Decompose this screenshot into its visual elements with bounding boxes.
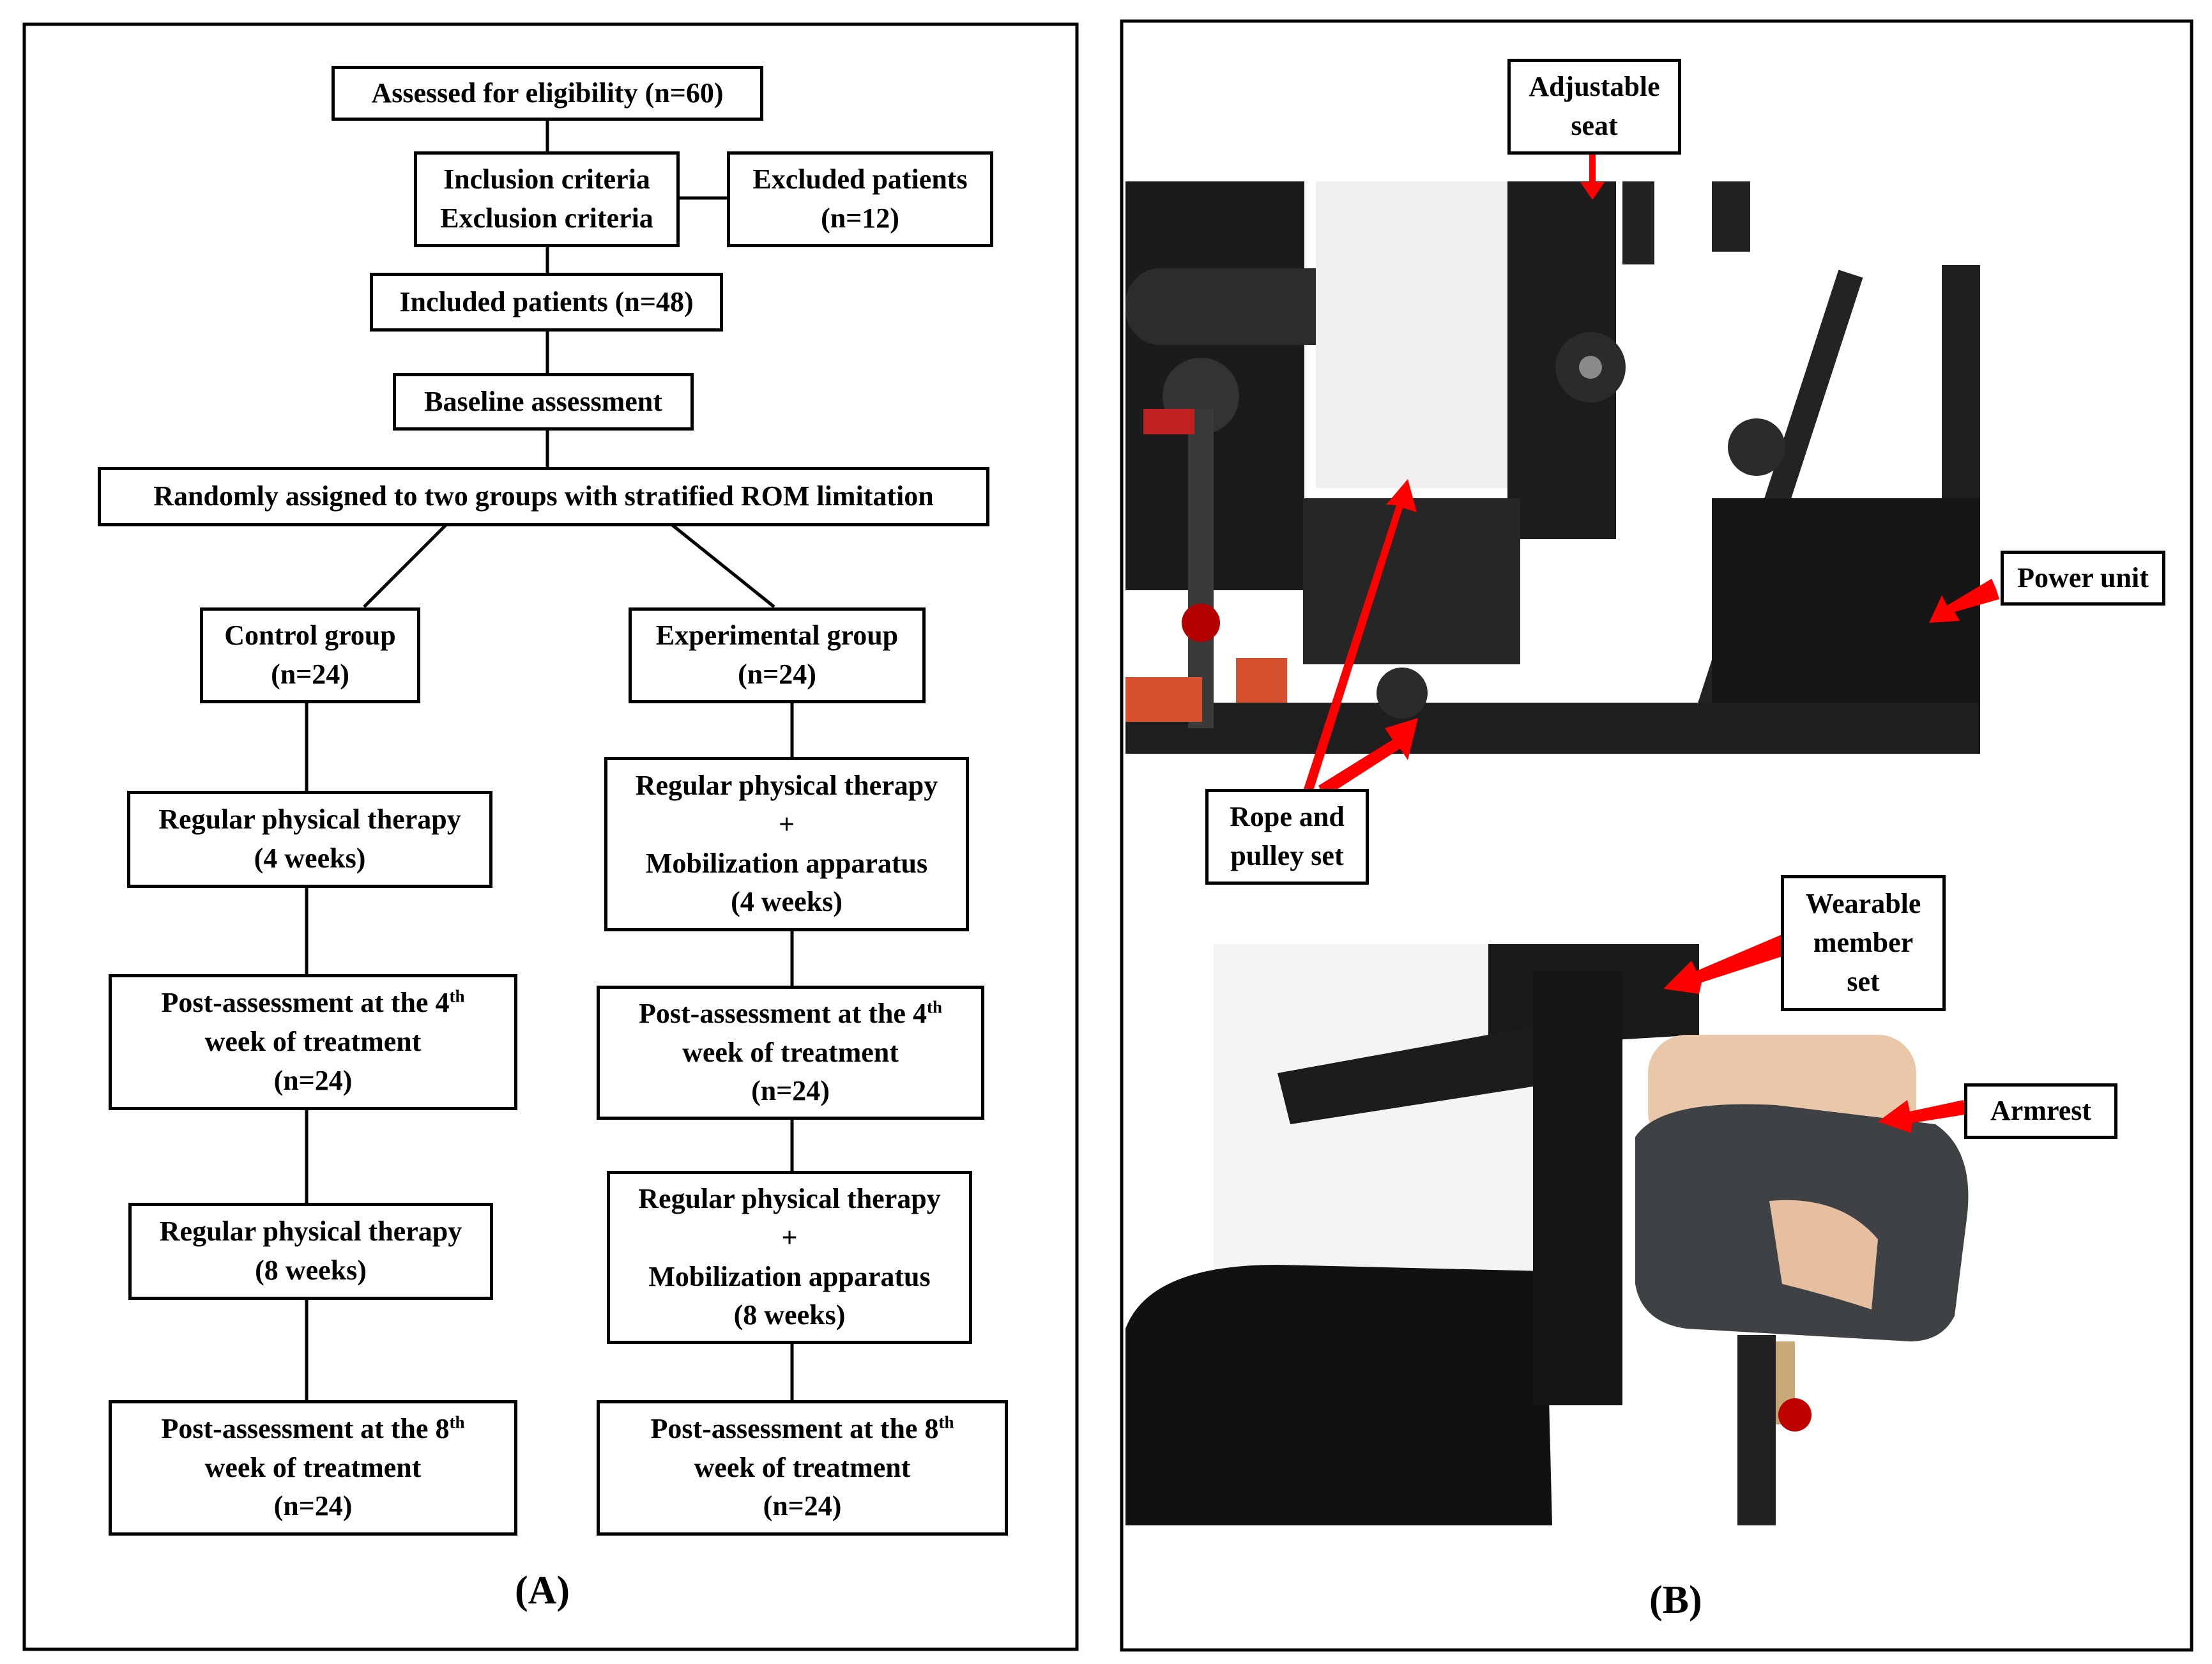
power-unit-label: Power unit bbox=[2001, 551, 2165, 606]
panel-a-label: (A) bbox=[515, 1569, 570, 1612]
arrow-rope-pulley-2 bbox=[1318, 718, 1418, 797]
rope-pulley-label: Rope and pulley set bbox=[1205, 789, 1369, 885]
control-post-8-line3: (n=24) bbox=[273, 1490, 353, 1522]
control-post-4-line2: week of treatment bbox=[204, 1026, 422, 1058]
control-post-4-line3: (n=24) bbox=[273, 1064, 353, 1096]
included-text: Included patients (n=48) bbox=[399, 286, 694, 317]
experimental-post-8-line2: week of treatment bbox=[694, 1451, 911, 1483]
wearable-line1: Wearable bbox=[1805, 888, 1921, 920]
experimental-therapy-8-plus: + bbox=[781, 1221, 798, 1253]
callout-arrows bbox=[1303, 152, 1999, 1133]
control-post-8-box: Post-assessment at the 8th week of treat… bbox=[109, 1400, 517, 1536]
experimental-therapy-4-plus: + bbox=[778, 808, 795, 840]
exclusion-criteria-text: Exclusion criteria bbox=[440, 202, 653, 234]
included-box: Included patients (n=48) bbox=[370, 273, 723, 332]
armrest-text: Armrest bbox=[1990, 1095, 2091, 1127]
excluded-count: (n=12) bbox=[821, 202, 899, 234]
control-therapy-8-line2: (8 weeks) bbox=[255, 1255, 367, 1286]
experimental-group-box: Experimental group (n=24) bbox=[629, 607, 926, 703]
control-therapy-4-line2: (4 weeks) bbox=[254, 843, 366, 874]
control-therapy-8-box: Regular physical therapy (8 weeks) bbox=[128, 1203, 493, 1300]
panel-b-border bbox=[1120, 19, 2193, 1652]
flow-connectors bbox=[305, 119, 794, 1402]
control-therapy-4-box: Regular physical therapy (4 weeks) bbox=[127, 791, 492, 888]
criteria-box: Inclusion criteria Exclusion criteria bbox=[414, 151, 680, 247]
control-group-count: (n=24) bbox=[271, 659, 349, 690]
baseline-box: Baseline assessment bbox=[393, 373, 694, 431]
wearable-line3: set bbox=[1847, 965, 1880, 997]
experimental-therapy-4-box: Regular physical therapy + Mobilization … bbox=[604, 757, 969, 931]
experimental-post-8-box: Post-assessment at the 8th week of treat… bbox=[597, 1400, 1008, 1536]
experimental-therapy-4-line1: Regular physical therapy bbox=[635, 770, 938, 802]
experimental-therapy-8-line3: Mobilization apparatus bbox=[648, 1260, 931, 1292]
wearable-member-label: Wearable member set bbox=[1781, 875, 1946, 1011]
arrow-adjustable-seat bbox=[1580, 152, 1605, 200]
arrow-wearable bbox=[1663, 934, 1789, 994]
rope-pulley-line2: pulley set bbox=[1230, 840, 1344, 871]
control-post-8-line1: Post-assessment at the 8th bbox=[161, 1412, 465, 1444]
armrest-label: Armrest bbox=[1964, 1083, 2117, 1139]
control-therapy-8-line1: Regular physical therapy bbox=[159, 1216, 462, 1248]
adjustable-seat-line1: Adjustable bbox=[1529, 71, 1660, 103]
experimental-post-8-line1: Post-assessment at the 8th bbox=[650, 1412, 954, 1444]
control-post-8-line2: week of treatment bbox=[204, 1451, 422, 1483]
control-group-title: Control group bbox=[224, 620, 396, 652]
panel-b-label: (B) bbox=[1649, 1578, 1702, 1622]
apparatus-photo bbox=[1125, 181, 1980, 756]
control-therapy-4-line1: Regular physical therapy bbox=[158, 804, 461, 836]
experimental-therapy-8-line1: Regular physical therapy bbox=[638, 1183, 941, 1215]
experimental-group-title: Experimental group bbox=[655, 620, 899, 652]
experimental-therapy-4-line4: (4 weeks) bbox=[731, 886, 843, 918]
experimental-post-8-line3: (n=24) bbox=[763, 1490, 842, 1522]
panel-a-border bbox=[22, 22, 1079, 1651]
wearable-photo bbox=[1125, 944, 1978, 1525]
randomized-box: Randomly assigned to two groups with str… bbox=[98, 467, 989, 526]
control-post-4-line1: Post-assessment at the 4th bbox=[161, 986, 465, 1019]
experimental-group-count: (n=24) bbox=[738, 659, 816, 690]
arrow-power-unit bbox=[1929, 579, 1999, 623]
experimental-post-4-box: Post-assessment at the 4th week of treat… bbox=[597, 986, 984, 1120]
randomized-text: Randomly assigned to two groups with str… bbox=[153, 480, 934, 512]
experimental-therapy-8-line4: (8 weeks) bbox=[733, 1299, 846, 1331]
arrow-rope-pulley-1 bbox=[1303, 479, 1417, 795]
experimental-post-4-line2: week of treatment bbox=[682, 1036, 899, 1068]
excluded-box: Excluded patients (n=12) bbox=[727, 151, 993, 247]
eligibility-box: Assessed for eligibility (n=60) bbox=[332, 66, 763, 121]
wearable-line2: member bbox=[1813, 927, 1914, 959]
experimental-post-4-line1: Post-assessment at the 4th bbox=[639, 997, 942, 1029]
control-post-4-box: Post-assessment at the 4th week of treat… bbox=[109, 974, 517, 1110]
adjustable-seat-label: Adjustable seat bbox=[1507, 59, 1681, 155]
baseline-text: Baseline assessment bbox=[424, 385, 662, 417]
arrow-armrest bbox=[1878, 1100, 1969, 1133]
control-group-box: Control group (n=24) bbox=[200, 607, 420, 703]
excluded-title: Excluded patients bbox=[752, 164, 968, 195]
rope-pulley-line1: Rope and bbox=[1230, 801, 1345, 833]
adjustable-seat-line2: seat bbox=[1571, 110, 1618, 141]
eligibility-text: Assessed for eligibility (n=60) bbox=[371, 77, 724, 109]
experimental-post-4-line3: (n=24) bbox=[751, 1075, 830, 1107]
experimental-therapy-8-box: Regular physical therapy + Mobilization … bbox=[607, 1171, 972, 1344]
power-unit-text: Power unit bbox=[2017, 561, 2149, 593]
inclusion-criteria-text: Inclusion criteria bbox=[443, 164, 650, 195]
experimental-therapy-4-line3: Mobilization apparatus bbox=[645, 847, 928, 879]
